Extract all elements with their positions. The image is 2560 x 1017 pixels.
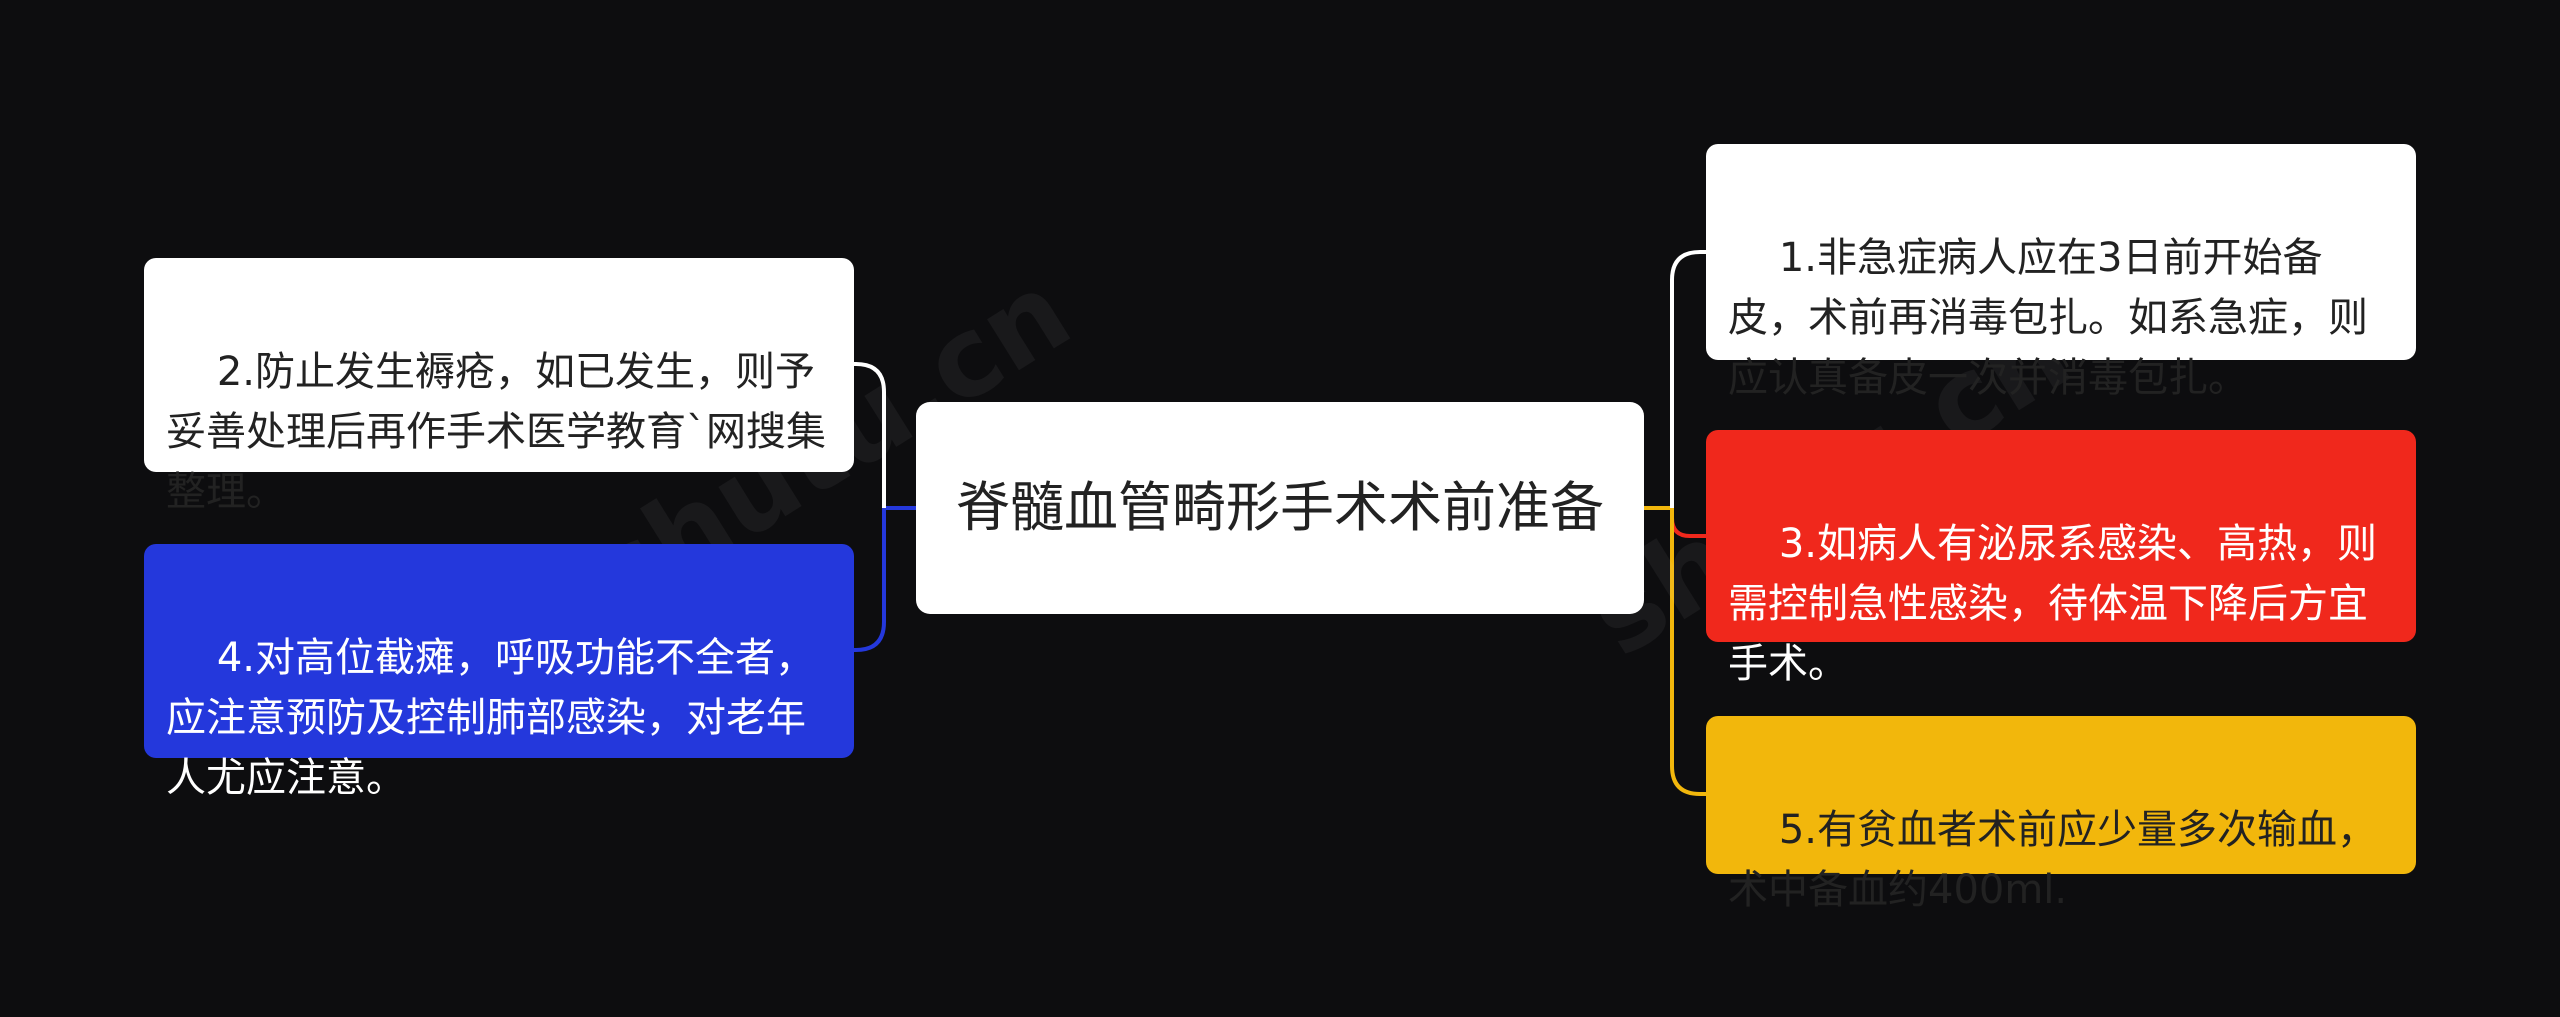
connector-n3 [1670, 508, 1706, 538]
node-3-label: 3.如病人有泌尿系感染、高热，则需控制急性感染，待体温下降后方宜手术。 [1728, 521, 2378, 687]
connector-n1 [1670, 250, 1706, 508]
node-2[interactable]: 2.防止发生褥疮，如已发生，则予妥善处理后再作手术医学教育`网搜集整理。 [144, 258, 854, 515]
root-topic-label: 脊髓血管畸形手术术前准备 [956, 476, 1604, 539]
node-1-label: 1.非急症病人应在3日前开始备皮，术前再消毒包扎。如系急症，则应认真备皮一次并消… [1728, 235, 2368, 401]
node-4-label: 4.对高位截瘫，呼吸功能不全者，应注意预防及控制肺部感染，对老年人尤应注意。 [166, 635, 816, 801]
node-5[interactable]: 5.有贫血者术前应少量多次输血，术中备血约400ml. [1706, 716, 2416, 913]
node-2-label: 2.防止发生褥疮，如已发生，则予妥善处理后再作手术医学教育`网搜集整理。 [166, 349, 826, 515]
node-1[interactable]: 1.非急症病人应在3日前开始备皮，术前再消毒包扎。如系急症，则应认真备皮一次并消… [1706, 144, 2416, 401]
connector-n4 [854, 508, 886, 652]
connector-n2 [854, 362, 886, 508]
node-5-label: 5.有贫血者术前应少量多次输血，术中备血约400ml. [1728, 807, 2378, 913]
node-3[interactable]: 3.如病人有泌尿系感染、高热，则需控制急性感染，待体温下降后方宜手术。 [1706, 430, 2416, 687]
connector-n5 [1670, 508, 1706, 796]
node-4[interactable]: 4.对高位截瘫，呼吸功能不全者，应注意预防及控制肺部感染，对老年人尤应注意。 [144, 544, 854, 801]
root-topic[interactable]: 脊髓血管畸形手术术前准备 [916, 402, 1644, 614]
